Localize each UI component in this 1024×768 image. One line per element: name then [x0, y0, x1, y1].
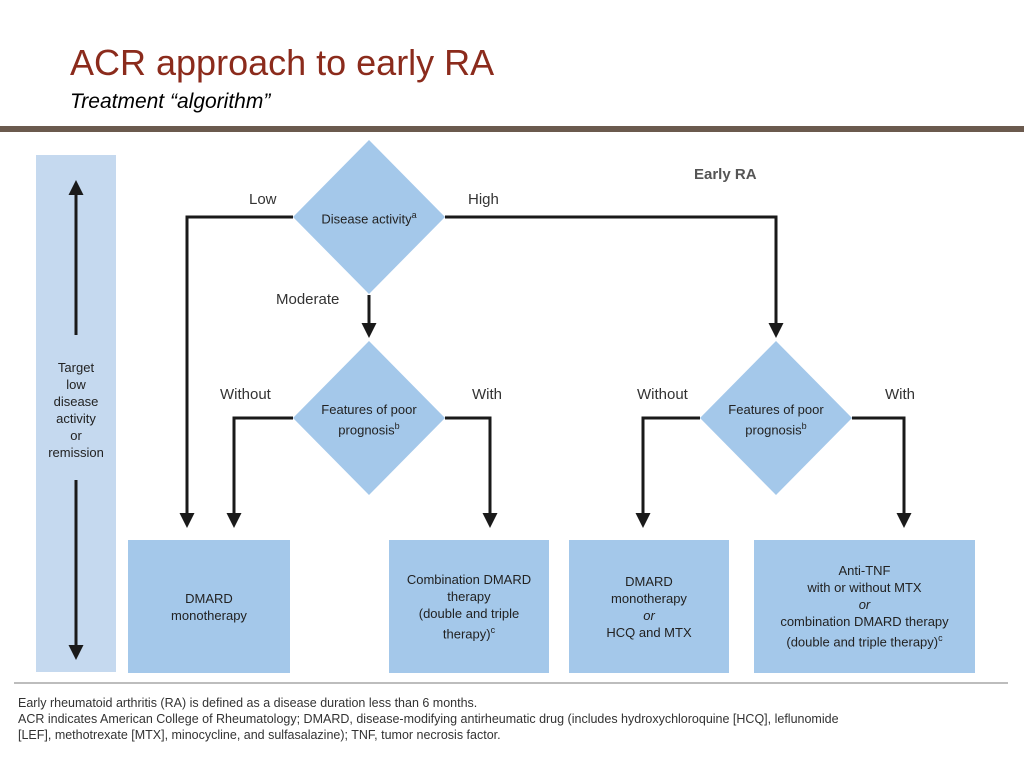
- branch-label-without-left: Without: [220, 386, 271, 403]
- outcome-combination-line3: (double and triple: [418, 605, 520, 621]
- outcome-combination-line4: therapy): [442, 626, 491, 642]
- prognosis-left-line1: Features of poor: [321, 402, 417, 417]
- footnote-marker-c: c: [938, 633, 943, 644]
- footnote-marker-b: b: [394, 421, 400, 431]
- outcome-dmard-or-hcq-line1: DMARD: [625, 573, 673, 589]
- outcome-dmard-or-hcq: DMARD monotherapy or HCQ and MTX: [569, 540, 729, 673]
- outcome-anti-tnf-line3: or: [858, 597, 871, 613]
- outcome-dmard-mono: DMARD monotherapy: [128, 540, 290, 673]
- outcome-dmard-or-hcq-line4: HCQ and MTX: [606, 624, 692, 640]
- arrow-right-with: [852, 416, 912, 528]
- outcome-anti-tnf-line2: with or without MTX: [807, 580, 922, 596]
- branch-label-moderate: Moderate: [276, 291, 340, 308]
- footnote-marker-c: c: [490, 624, 496, 635]
- footnote-line: Early rheumatoid arthritis (RA) is defin…: [18, 696, 478, 710]
- branch-label-high: High: [468, 191, 499, 208]
- arrow-left-without: [226, 416, 293, 528]
- target-line: Target: [57, 360, 95, 375]
- outcome-box-dmard-or-hcq: [569, 540, 729, 673]
- outcome-box-anti-tnf: [754, 540, 975, 673]
- outcome-box-combination: [389, 540, 549, 673]
- prognosis-diamond-left: [293, 341, 445, 495]
- prognosis-left-line2: prognosis: [338, 422, 395, 438]
- footnote-line: [LEF], methotrexate [MTX], minocycline, …: [18, 728, 501, 742]
- arrow-left-with: [445, 416, 498, 528]
- outcome-anti-tnf-line5: (double and triple therapy): [786, 634, 939, 650]
- branch-label-without-right: Without: [637, 386, 688, 403]
- disease-activity-label: Disease activity: [321, 211, 412, 227]
- target-line: low: [66, 377, 86, 392]
- outcome-anti-tnf-line4: combination DMARD therapy: [780, 614, 949, 630]
- slide-title: ACR approach to early RA: [70, 42, 495, 83]
- footnote-line: ACR indicates American College of Rheuma…: [18, 712, 839, 726]
- outcome-dmard-mono-line1: DMARD: [185, 590, 233, 606]
- outcome-combination-line1: Combination DMARD: [406, 571, 532, 587]
- target-line: or: [70, 428, 82, 443]
- outcome-combination-line2: therapy: [447, 588, 491, 604]
- diagram-shapes: [36, 140, 975, 673]
- disease-activity-diamond: [293, 140, 445, 294]
- branch-label-with-left: With: [472, 386, 502, 403]
- outcome-dmard-mono-line2: monotherapy: [171, 607, 247, 623]
- disease-activity-text: Disease activitya: [299, 207, 439, 227]
- target-line: remission: [48, 445, 104, 460]
- target-text: Target low disease activity or remission: [36, 359, 116, 461]
- outcome-box-dmard-mono: [128, 540, 290, 673]
- outcome-anti-tnf: Anti-TNF with or without MTX or combinat…: [754, 540, 975, 673]
- prognosis-right-line2: prognosis: [745, 422, 802, 438]
- target-line: activity: [56, 411, 96, 426]
- outcome-dmard-or-hcq-line3: or: [643, 607, 655, 623]
- outcome-anti-tnf-line1: Anti-TNF: [838, 563, 891, 579]
- prognosis-left-text: Features of poor prognosisb: [299, 401, 439, 438]
- title-divider: [0, 126, 1024, 132]
- prognosis-diamond-right: [700, 341, 852, 495]
- target-line: disease: [53, 394, 99, 409]
- outcome-dmard-or-hcq-line2: monotherapy: [611, 590, 687, 606]
- panel-label: Early RA: [694, 166, 757, 183]
- branch-label-low: Low: [249, 191, 277, 208]
- treatment-algorithm-diagram: Early RA Target low disease activity or …: [0, 135, 1024, 680]
- footnote-marker-a: a: [411, 210, 417, 220]
- arrow-high-to-prognosis: [445, 215, 784, 338]
- arrow-low-to-dmard: [179, 215, 293, 528]
- footnote-marker-b: b: [801, 421, 807, 431]
- slide-subtitle: Treatment “algorithm”: [70, 90, 271, 113]
- footer-divider: [14, 682, 1008, 684]
- prognosis-right-text: Features of poor prognosisb: [706, 401, 846, 438]
- outcome-combination: Combination DMARD therapy (double and tr…: [389, 540, 549, 673]
- arrow-right-without: [635, 416, 700, 528]
- branch-label-with-right: With: [885, 386, 915, 403]
- prognosis-right-line1: Features of poor: [728, 402, 824, 417]
